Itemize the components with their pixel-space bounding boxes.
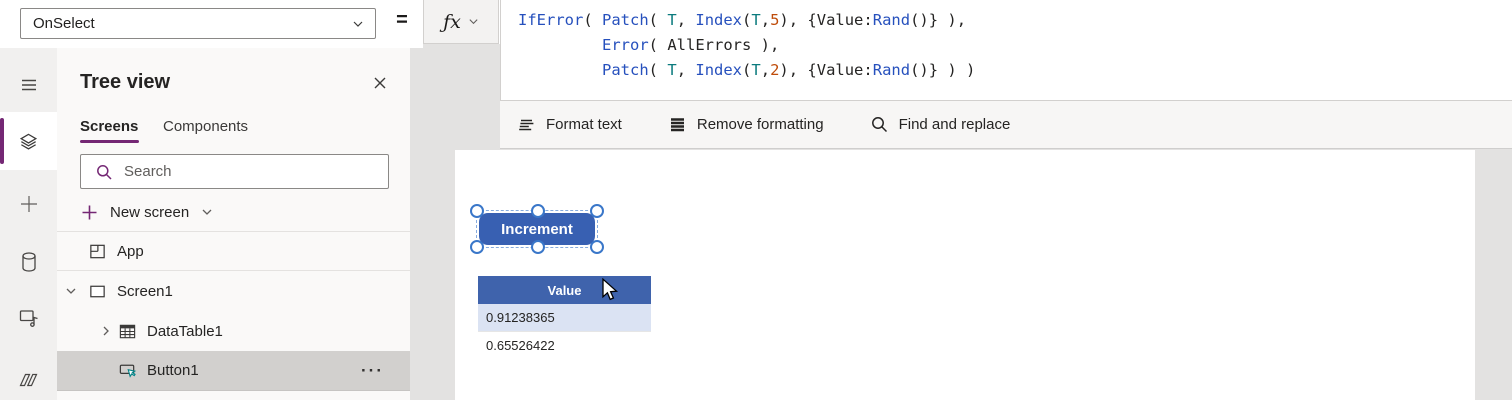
button-control-icon xyxy=(118,361,137,380)
screen-icon xyxy=(88,282,107,301)
remove-formatting-icon xyxy=(668,115,687,134)
active-tab-underline xyxy=(80,140,139,143)
layers-icon xyxy=(18,131,39,152)
format-text-label: Format text xyxy=(546,116,622,133)
tree-item-screen1[interactable]: Screen1 xyxy=(57,271,410,311)
resize-handle[interactable] xyxy=(470,204,484,218)
find-and-replace-label: Find and replace xyxy=(898,116,1011,133)
remove-formatting-button[interactable]: Remove formatting xyxy=(668,115,824,134)
find-and-replace-button[interactable]: Find and replace xyxy=(870,115,1011,134)
left-navigation-rail xyxy=(0,48,57,400)
more-options-icon[interactable]: ··· xyxy=(361,360,384,380)
plus-icon xyxy=(80,203,99,222)
rail-selected-indicator xyxy=(0,118,4,164)
tree-item-datatable1[interactable]: DataTable1 xyxy=(57,311,410,351)
panel-title: Tree view xyxy=(80,71,171,93)
increment-button[interactable]: Increment xyxy=(479,213,595,245)
tab-screens[interactable]: Screens xyxy=(80,118,139,135)
selected-control-bounds: Increment xyxy=(470,204,604,254)
media-icon xyxy=(18,307,40,329)
app-canvas[interactable]: Increment Value 0.91238365 0.65526422 xyxy=(455,150,1475,400)
resize-handle[interactable] xyxy=(531,204,545,218)
resize-handle[interactable] xyxy=(470,240,484,254)
chevron-down-icon[interactable] xyxy=(65,285,77,297)
data-table-row[interactable]: 0.91238365 xyxy=(478,304,651,332)
mouse-cursor xyxy=(601,278,623,302)
tab-components[interactable]: Components xyxy=(163,118,249,135)
chevron-down-icon xyxy=(200,205,214,219)
formula-line[interactable]: IfError( Patch( T, Index(T,5), {Value:Ra… xyxy=(518,11,967,29)
search-box[interactable] xyxy=(80,154,389,189)
plus-icon xyxy=(18,193,40,215)
hamburger-icon xyxy=(19,75,39,95)
fx-label: ƒx xyxy=(443,10,461,33)
chevron-right-icon[interactable] xyxy=(100,325,112,337)
format-text-button[interactable]: Format text xyxy=(517,115,622,134)
data-table-icon xyxy=(118,322,137,341)
tree-item-label: Screen1 xyxy=(117,282,173,300)
data-table-row[interactable]: 0.65526422 xyxy=(478,332,651,359)
remove-formatting-label: Remove formatting xyxy=(696,116,824,133)
database-icon xyxy=(19,251,39,273)
close-button[interactable] xyxy=(372,75,388,91)
formula-toolbar: Format text Remove formatting Find and r… xyxy=(500,101,1512,149)
power-automate-icon xyxy=(18,370,39,390)
property-selector-dropdown[interactable]: OnSelect xyxy=(20,8,376,39)
power-automate-button[interactable] xyxy=(0,358,57,402)
resize-handle[interactable] xyxy=(590,204,604,218)
formula-line[interactable]: Error( AllErrors ), xyxy=(602,36,780,54)
data-table-control[interactable]: Value 0.91238365 0.65526422 xyxy=(478,276,651,359)
chevron-down-icon xyxy=(468,16,479,27)
data-button[interactable] xyxy=(0,240,57,284)
search-input[interactable] xyxy=(122,162,356,181)
tree-item-label: DataTable1 xyxy=(147,322,223,340)
formula-bar[interactable]: IfError( Patch( T, Index(T,5), {Value:Ra… xyxy=(500,0,1512,101)
rail-selected-highlight xyxy=(0,112,57,170)
equals-sign: = xyxy=(396,9,408,31)
app-icon xyxy=(88,242,107,261)
chevron-down-icon xyxy=(351,17,365,31)
resize-handle[interactable] xyxy=(590,240,604,254)
search-icon xyxy=(870,115,889,134)
formula-line[interactable]: Patch( T, Index(T,2), {Value:Rand()} ) ) xyxy=(602,61,976,79)
tree-item-label: Button1 xyxy=(147,362,199,379)
tree-item-app[interactable]: App xyxy=(57,231,410,271)
search-icon xyxy=(95,163,113,181)
property-bar: OnSelect = xyxy=(0,0,423,48)
data-table-column-header[interactable]: Value xyxy=(478,276,651,304)
tree-view-button[interactable] xyxy=(0,119,57,163)
media-button[interactable] xyxy=(0,296,57,340)
format-text-icon xyxy=(517,115,536,134)
tree-item-button1-selected[interactable]: Button1 ··· xyxy=(57,351,410,391)
new-screen-button[interactable]: New screen xyxy=(80,198,214,226)
formula-code[interactable]: IfError( Patch( T, Index(T,5), {Value:Ra… xyxy=(501,0,1512,83)
menu-button[interactable] xyxy=(0,63,57,107)
new-screen-label: New screen xyxy=(110,203,190,221)
fx-dropdown-button[interactable]: ƒx xyxy=(423,0,499,44)
selected-property-label: OnSelect xyxy=(33,15,95,32)
resize-handle[interactable] xyxy=(531,240,545,254)
tree-view-panel: Tree view Screens Components New screen xyxy=(57,48,410,400)
tree-item-label: App xyxy=(117,242,144,260)
insert-button[interactable] xyxy=(0,182,57,226)
